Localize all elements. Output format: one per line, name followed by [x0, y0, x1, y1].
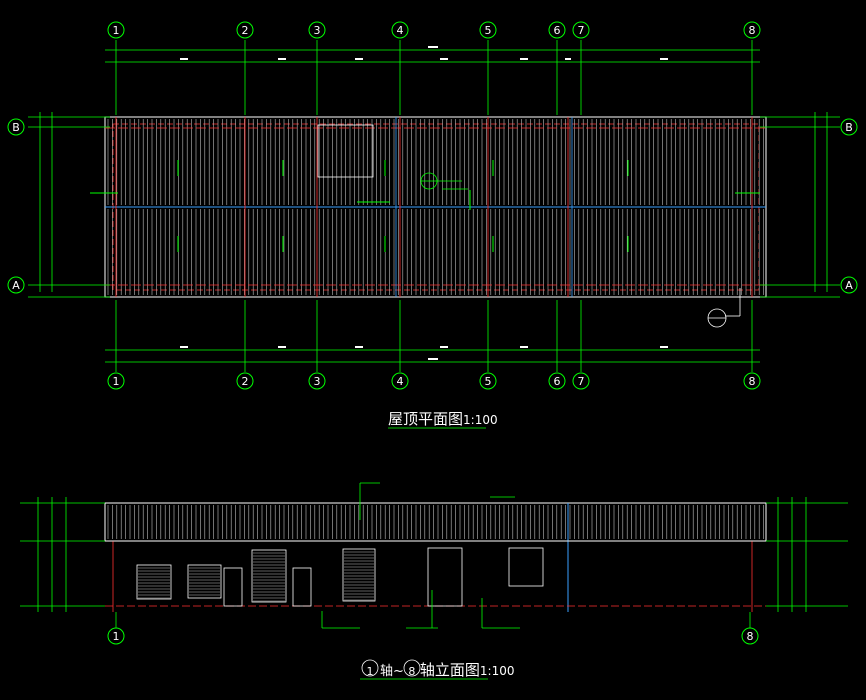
- axis-extension-lines: [115, 40, 753, 372]
- elevation-axis-1: 1: [107, 627, 125, 645]
- plan-scale-text: 1:100: [463, 413, 498, 427]
- bottom-axis-bubbles: 1 2 3 4 5 6 7 8: [107, 372, 761, 390]
- louver-window-2: [187, 564, 222, 599]
- dimension-tick-marks: [180, 46, 668, 360]
- axis-bubble-3-bottom: 3: [308, 372, 326, 390]
- elevation-title-circle-1: [361, 659, 379, 677]
- axis-bubble-8-bottom: 8: [743, 372, 761, 390]
- axis-label: 2: [242, 24, 249, 37]
- axis-bubble-8: 8: [743, 21, 761, 39]
- axis-bubble-B-right: B: [840, 118, 858, 136]
- axis-bubble-1-bottom: 1: [107, 372, 125, 390]
- window-3: [251, 549, 287, 603]
- elevation-annotations: [321, 482, 520, 629]
- axis-label: 6: [554, 24, 561, 37]
- elevation-openings: [136, 547, 544, 607]
- axis-lines-red: [105, 117, 766, 297]
- door-2: [292, 567, 312, 607]
- door-main: [427, 547, 463, 607]
- axis-label: 4: [397, 375, 404, 388]
- slope-lines: [395, 117, 573, 297]
- elevation-wall-lines: [105, 541, 766, 612]
- axis-bubble-A-right: A: [840, 276, 858, 294]
- axis-label: 8: [749, 375, 756, 388]
- roof-plan: 1 2 3 4 5 6 7 8 1 2 3 4 5 6 7 8 B A B A: [7, 21, 858, 390]
- roof-opening: [317, 124, 374, 178]
- axis-bubble-A-left: A: [7, 276, 25, 294]
- elevation-title-text: 轴立面图: [419, 661, 480, 679]
- axis-bubble-5-bottom: 5: [479, 372, 497, 390]
- elevation-scale-text: 1:100: [479, 664, 515, 678]
- axis-label: A: [845, 279, 853, 292]
- elevation: 1 8: [20, 482, 848, 645]
- elevation-title-circle-8: [403, 659, 421, 677]
- top-axis-bubbles: 1 2 3 4 5 6 7 8: [107, 21, 761, 39]
- axis-label: 8: [749, 24, 756, 37]
- axis-label: 5: [485, 375, 492, 388]
- louver-window-1: [136, 564, 172, 600]
- top-dimension-lines: [105, 49, 760, 363]
- axis-bubble-7: 7: [572, 21, 590, 39]
- roof-panel-ribs: [107, 119, 764, 295]
- elevation-side-dimensions: [20, 497, 848, 612]
- axis-label: 8: [747, 630, 754, 643]
- axis-label: 3: [314, 24, 321, 37]
- elevation-title-axis-b: 8: [408, 665, 416, 678]
- slope-arrows: [90, 160, 760, 252]
- elevation-roof-ribs: [107, 505, 764, 539]
- axis-label: B: [845, 121, 853, 134]
- axis-bubble-5: 5: [479, 21, 497, 39]
- axis-bubble-6: 6: [548, 21, 566, 39]
- axis-label: 5: [485, 24, 492, 37]
- section-index: [707, 288, 741, 328]
- plan-title-text: 屋顶平面图: [388, 410, 464, 428]
- axis-label: 7: [578, 375, 585, 388]
- window-5: [508, 547, 544, 587]
- row-axis-bubbles: B A B A: [7, 118, 858, 294]
- axis-bubble-2-bottom: 2: [236, 372, 254, 390]
- elevation-title-mid: 轴~: [380, 664, 404, 679]
- elevation-title-axis-a: 1: [366, 665, 374, 678]
- axis-bubble-B-left: B: [7, 118, 25, 136]
- axis-label: 7: [578, 24, 585, 37]
- axis-bubble-4: 4: [391, 21, 409, 39]
- side-dimension-lines: [28, 112, 840, 298]
- axis-label: B: [12, 121, 20, 134]
- axis-bubble-2: 2: [236, 21, 254, 39]
- roof-plan-title: 屋顶平面图1:100: [388, 408, 498, 429]
- elevation-axis-8: 8: [741, 627, 759, 645]
- window-4: [342, 548, 376, 602]
- axis-label: 1: [113, 375, 120, 388]
- axis-label: 4: [397, 24, 404, 37]
- axis-label: 1: [113, 630, 120, 643]
- louver-slats: [138, 551, 374, 602]
- door-1: [223, 567, 243, 607]
- axis-label: A: [12, 279, 20, 292]
- axis-bubble-1: 1: [107, 21, 125, 39]
- axis-bubble-3: 3: [308, 21, 326, 39]
- axis-bubble-4-bottom: 4: [391, 372, 409, 390]
- axis-bubble-6-bottom: 6: [548, 372, 566, 390]
- axis-label: 6: [554, 375, 561, 388]
- elevation-axis-bubbles: 1 8: [107, 612, 759, 645]
- axis-label: 1: [113, 24, 120, 37]
- axis-label: 2: [242, 375, 249, 388]
- axis-label: 3: [314, 375, 321, 388]
- axis-bubble-7-bottom: 7: [572, 372, 590, 390]
